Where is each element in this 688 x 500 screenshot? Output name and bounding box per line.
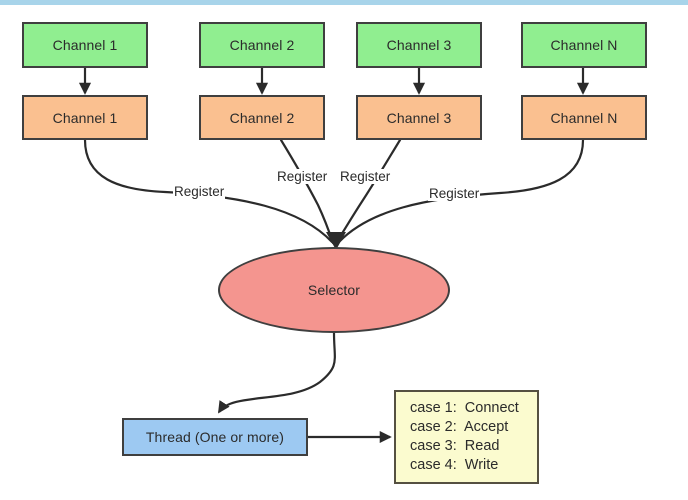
thread-node[interactable]: Thread (One or more) <box>122 418 308 456</box>
thread-label: Thread (One or more) <box>145 429 285 445</box>
channel-bottom-2[interactable]: Channel 2 <box>199 95 325 140</box>
channel-bottom-1[interactable]: Channel 1 <box>22 95 148 140</box>
channel-top-n-label: Channel N <box>550 37 618 53</box>
channel-bottom-3[interactable]: Channel 3 <box>356 95 482 140</box>
case-line-2: case 2: Accept <box>410 419 509 435</box>
register-curve-2 <box>279 138 335 245</box>
top-accent-strip <box>0 0 688 5</box>
channel-top-1-label: Channel 1 <box>52 37 118 53</box>
selector-label: Selector <box>307 282 361 298</box>
channel-bottom-2-label: Channel 2 <box>229 109 295 126</box>
channel-top-n[interactable]: Channel N <box>521 22 647 68</box>
channel-bottom-n-label: Channel N <box>550 109 618 126</box>
register-label-2: Register <box>276 169 329 184</box>
register-curve-3 <box>334 138 402 245</box>
case-list-box[interactable]: case 1: Connect case 2: Accept case 3: R… <box>394 390 539 484</box>
channel-top-3-label: Channel 3 <box>386 37 452 53</box>
channel-bottom-3-label: Channel 3 <box>386 109 452 126</box>
channel-top-1[interactable]: Channel 1 <box>22 22 148 68</box>
register-label-1: Register <box>173 184 226 199</box>
channel-top-2[interactable]: Channel 2 <box>199 22 325 68</box>
case-line-1: case 1: Connect <box>410 400 519 416</box>
channel-top-3[interactable]: Channel 3 <box>356 22 482 68</box>
case-line-3: case 3: Read <box>410 438 500 454</box>
channel-top-2-label: Channel 2 <box>229 37 295 53</box>
channel-bottom-n[interactable]: Channel N <box>521 95 647 140</box>
register-label-4: Register <box>428 186 481 201</box>
case-line-4: case 4: Write <box>410 457 499 473</box>
register-label-3: Register <box>339 169 392 184</box>
selector-to-thread-curve <box>218 332 336 414</box>
channel-bottom-1-label: Channel 1 <box>52 109 118 126</box>
selector-node[interactable]: Selector <box>218 247 450 333</box>
